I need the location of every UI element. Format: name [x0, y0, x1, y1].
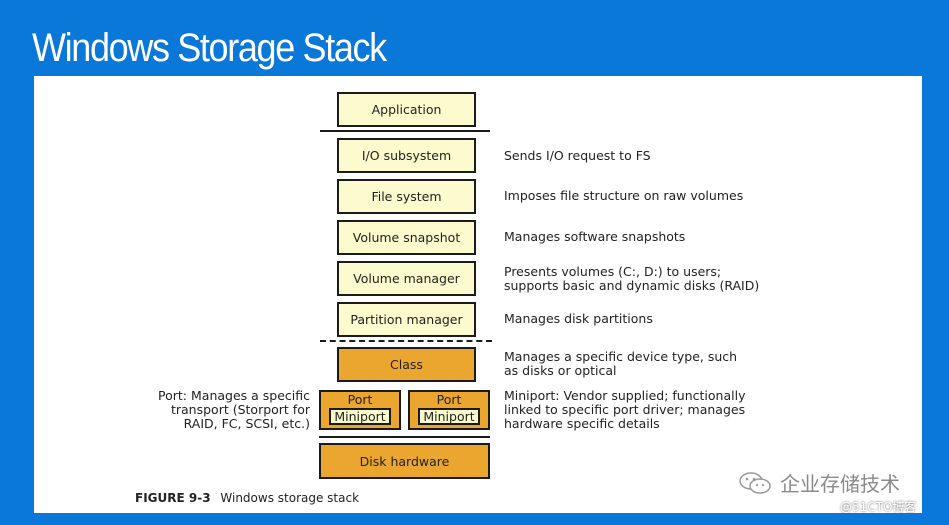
layer-description: Manages a specific device type, such as … [504, 349, 738, 378]
watermark-text: 企业存储技术 [780, 472, 900, 496]
software-hardware-divider [320, 340, 492, 342]
port-box-left: Port Miniport [319, 390, 401, 430]
layer-description: Presents volumes (C:, D:) to users; supp… [504, 264, 760, 293]
layer-label: Disk hardware [359, 453, 450, 469]
layer-label: I/O subsystem [361, 148, 452, 163]
layer-label: Application [371, 102, 442, 117]
layer-class: Class [337, 347, 476, 382]
layer-label: Class [390, 357, 423, 372]
wechat-icon [739, 471, 771, 494]
layer-label: Volume snapshot [352, 230, 461, 245]
miniport-note: Miniport: Vendor supplied; functionally … [504, 388, 746, 431]
diagram-panel [34, 76, 922, 513]
miniport-label: Miniport [329, 408, 391, 425]
layer-partition-manager: Partition manager [337, 302, 476, 337]
user-kernel-divider [320, 130, 490, 132]
hardware-divider [319, 436, 490, 438]
layer-description: Manages software snapshots [504, 229, 686, 244]
layer-description: Sends I/O request to FS [504, 148, 651, 163]
figure-text: Windows storage stack [220, 491, 360, 505]
miniport-label: Miniport [418, 408, 480, 425]
layer-label: Volume manager [353, 271, 460, 286]
layer-file-system: File system [337, 179, 476, 214]
figure-caption: FIGURE 9-3 Windows storage stack [135, 491, 359, 505]
layer-disk-hardware: Disk hardware [319, 443, 490, 479]
slide-title: Windows Storage Stack [32, 26, 387, 70]
layer-io-subsystem: I/O subsystem [337, 138, 476, 173]
layer-description: Imposes file structure on raw volumes [504, 188, 744, 203]
layer-label: Partition manager [350, 312, 463, 327]
watermark: 企业存储技术 [738, 468, 900, 497]
layer-label: File system [371, 189, 442, 204]
layer-application: Application [337, 92, 476, 127]
layer-volume-manager: Volume manager [337, 261, 476, 296]
port-label: Port [436, 392, 462, 407]
layer-description: Manages disk partitions [504, 311, 653, 326]
figure-number: FIGURE 9-3 [135, 491, 211, 505]
port-note: Port: Manages a specific transport (Stor… [158, 388, 310, 431]
watermark-credit: @51CTO博客 [840, 500, 917, 514]
layer-volume-snapshot: Volume snapshot [337, 220, 476, 255]
port-box-right: Port Miniport [408, 390, 490, 430]
port-label: Port [347, 392, 373, 407]
